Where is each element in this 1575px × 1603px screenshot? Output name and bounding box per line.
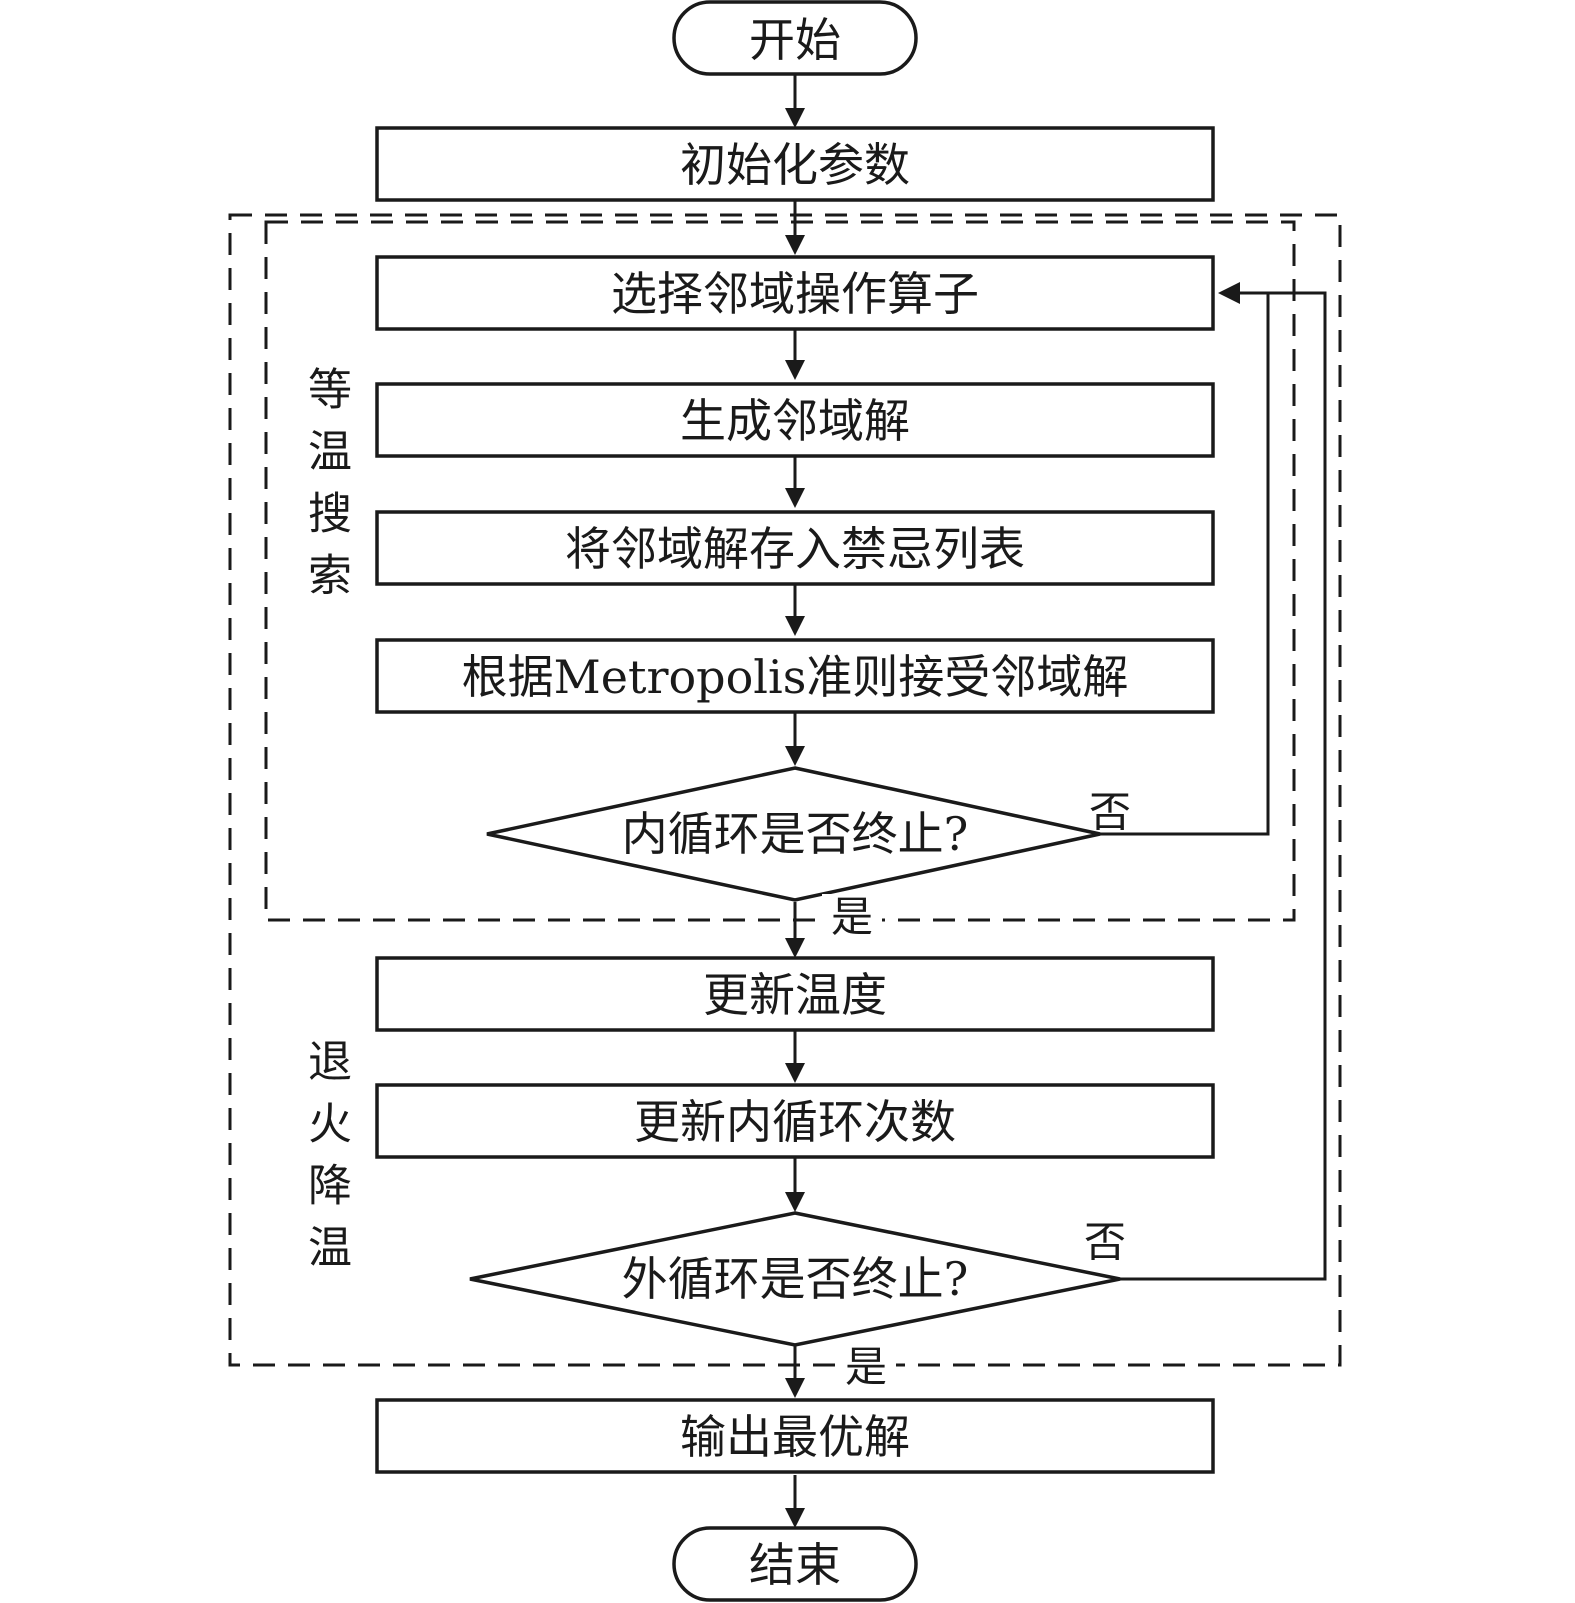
- end-label: 结束: [749, 1538, 841, 1592]
- init-params-label: 初始化参数: [680, 138, 910, 192]
- update-inner-count-box: [375, 1083, 1215, 1159]
- update-temperature-box: [375, 956, 1215, 1032]
- outer-loop-feedback: [1120, 291, 1327, 1281]
- outer-yes-label: 是: [845, 1343, 887, 1392]
- update-temperature-label: 更新温度: [703, 968, 887, 1022]
- outer-loop-decision: [469, 1211, 1121, 1347]
- outer-region-boundary: [228, 213, 1342, 1367]
- region-char: 降: [308, 1161, 352, 1212]
- arrowhead: [785, 1378, 805, 1398]
- select-operator-label: 选择邻域操作算子: [611, 267, 979, 321]
- arrowhead: [785, 616, 805, 636]
- inner-yes-label: 是: [831, 893, 873, 942]
- start-terminator: [672, 0, 918, 76]
- region-char: 火: [308, 1099, 352, 1150]
- output-best-box: [375, 1398, 1215, 1474]
- inner-loop-decision-label: 内循环是否终止?: [622, 807, 969, 861]
- region-char: 索: [308, 551, 352, 602]
- select-operator-box: [375, 255, 1215, 331]
- arrowhead: [785, 108, 805, 128]
- outer-loop-decision-label: 外循环是否终止?: [622, 1252, 969, 1306]
- region-char: 退: [308, 1037, 352, 1088]
- inner-loop-decision: [486, 766, 1101, 902]
- region-char: 温: [308, 1223, 352, 1274]
- connectors: [785, 74, 805, 1528]
- inner-yes-label-backdrop: [822, 894, 882, 942]
- inner-no-label: 否: [1089, 788, 1131, 837]
- arrowhead: [785, 235, 805, 255]
- isothermal-search-label: 等 温 搜 索: [308, 365, 352, 602]
- metropolis-accept-box: [375, 638, 1215, 714]
- arrowhead: [785, 1063, 805, 1083]
- update-inner-count-label: 更新内循环次数: [634, 1095, 956, 1149]
- region-char: 温: [308, 427, 352, 478]
- arrowhead: [785, 488, 805, 508]
- arrowhead: [785, 746, 805, 766]
- outer-no-label: 否: [1084, 1218, 1126, 1267]
- arrowhead: [1218, 282, 1240, 304]
- annealing-cooling-label: 退 火 降 温: [308, 1037, 352, 1274]
- end-terminator: [672, 1526, 918, 1602]
- arrowhead: [785, 1508, 805, 1528]
- init-params-box: [375, 126, 1215, 202]
- arrowhead: [785, 360, 805, 380]
- output-best-label: 输出最优解: [680, 1410, 910, 1464]
- arrowhead: [785, 1192, 805, 1212]
- inner-region-boundary: [264, 220, 1296, 922]
- outer-yes-label-backdrop: [836, 1344, 896, 1392]
- region-char: 搜: [308, 489, 352, 540]
- metropolis-accept-label: 根据Metropolis准则接受邻域解: [462, 650, 1129, 704]
- region-char: 等: [308, 365, 352, 416]
- feedback-loops: [1100, 282, 1327, 1281]
- store-tabu-label: 将邻域解存入禁忌列表: [565, 522, 1025, 576]
- start-label: 开始: [749, 13, 841, 67]
- arrowhead: [785, 938, 805, 958]
- store-tabu-box: [375, 510, 1215, 586]
- generate-neighbor-label: 生成邻域解: [680, 394, 910, 448]
- generate-neighbor-box: [375, 382, 1215, 458]
